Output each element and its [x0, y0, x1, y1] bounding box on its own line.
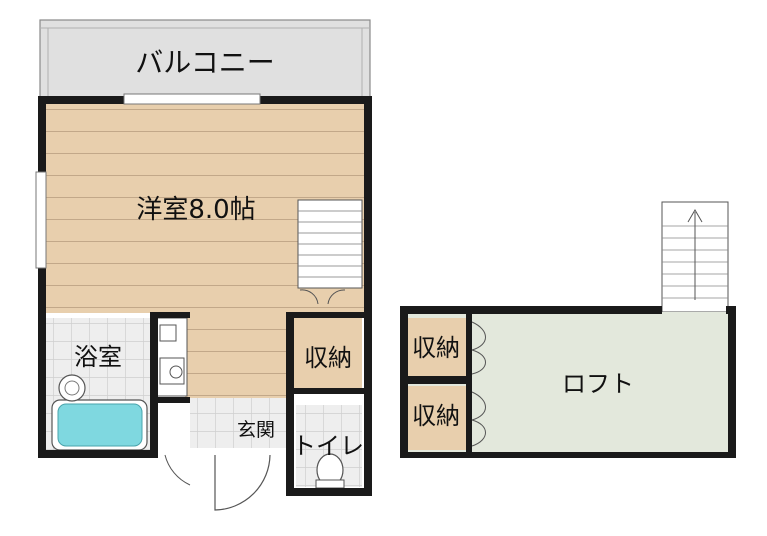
toilet [296, 405, 362, 489]
walls-loft [400, 306, 736, 458]
entrance-label: 玄関 [237, 419, 275, 441]
side-window [35, 171, 47, 269]
loft-storage-lower-label: 収納 [412, 402, 460, 430]
storage-label-1f: 収納 [304, 344, 352, 372]
balcony-window [123, 93, 261, 105]
bathroom-label: 浴室 [74, 343, 122, 371]
balcony [39, 19, 371, 99]
balcony-label: バルコニー [135, 46, 274, 79]
kitchen [154, 317, 188, 397]
loft-storage-upper-label: 収納 [412, 334, 460, 362]
western-room-label: 洋室8.0帖 [136, 195, 255, 225]
storage-room-1f [292, 289, 362, 389]
stairs [297, 199, 363, 289]
loft-label: ロフト [562, 370, 634, 398]
bathroom [45, 318, 150, 453]
loft-stairs [661, 201, 729, 313]
toilet-label: トイレ [292, 432, 364, 460]
entrance [164, 398, 288, 511]
